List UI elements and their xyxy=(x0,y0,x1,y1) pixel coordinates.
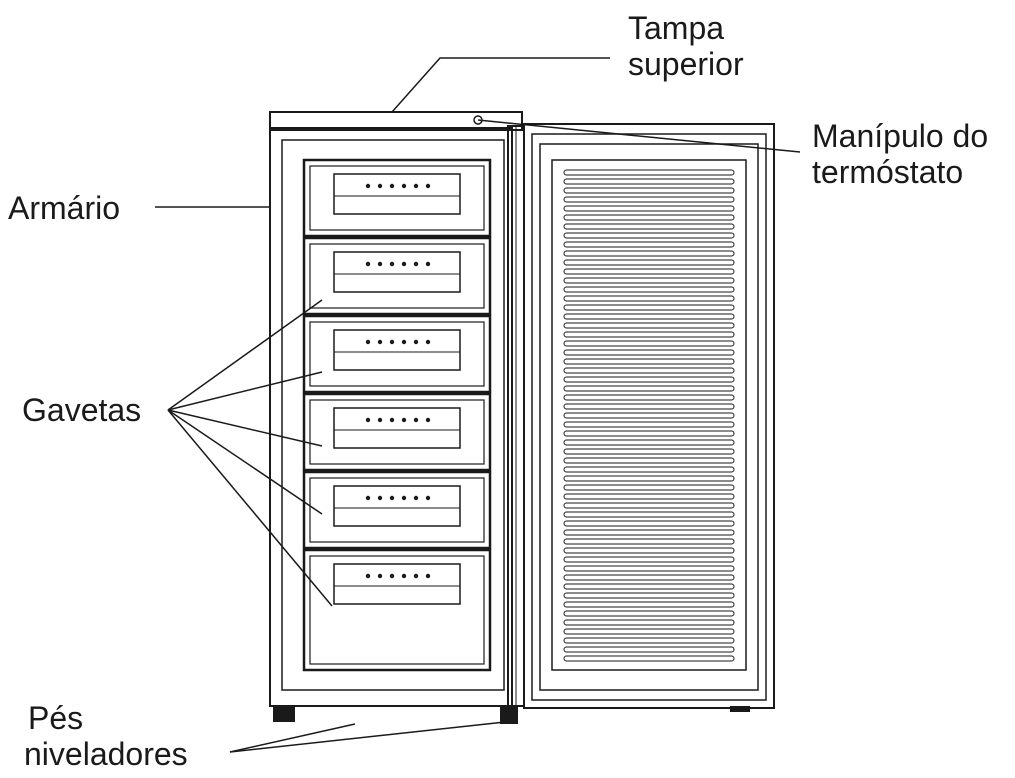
label-feet-line1: Pés xyxy=(28,700,84,736)
door-rib xyxy=(563,412,735,419)
cabinet-body xyxy=(269,111,525,707)
door-rib xyxy=(563,502,735,509)
door-rib xyxy=(563,601,735,608)
door-rib xyxy=(563,268,735,275)
label-top-cover-line2: superior xyxy=(628,46,744,82)
door-rib xyxy=(563,421,735,428)
drawer xyxy=(302,548,492,672)
label-thermostat-knob: Manípulo do termóstato xyxy=(812,118,988,190)
door-rib xyxy=(563,655,735,662)
label-cabinet: Armário xyxy=(8,190,120,226)
door-rib xyxy=(563,385,735,392)
door-rib xyxy=(563,538,735,545)
door-rib xyxy=(563,304,735,311)
door-rib xyxy=(563,277,735,284)
door-rib xyxy=(563,484,735,491)
label-thermostat-line2: termóstato xyxy=(812,154,964,190)
door-rib xyxy=(563,241,735,248)
door-rib xyxy=(563,628,735,635)
door-rib xyxy=(563,205,735,212)
label-thermostat-line1: Manípulo do xyxy=(812,118,989,154)
door-rib xyxy=(563,187,735,194)
door-rib xyxy=(563,358,735,365)
door-rib xyxy=(563,565,735,572)
door-rib xyxy=(563,610,735,617)
leader-lines xyxy=(155,57,801,753)
label-leveling-feet: Pés niveladores xyxy=(24,700,188,772)
door-rib xyxy=(563,367,735,374)
door-rib xyxy=(563,439,735,446)
door-rib xyxy=(563,592,735,599)
door-rib xyxy=(563,214,735,221)
door-rib xyxy=(563,331,735,338)
door-rib xyxy=(563,322,735,329)
label-cabinet-line1: Armário xyxy=(8,190,121,226)
door-rib xyxy=(563,547,735,554)
door-rib xyxy=(563,466,735,473)
door-rib xyxy=(563,520,735,527)
door-rib xyxy=(563,295,735,302)
door-rib xyxy=(563,250,735,257)
label-drawers-line1: Gavetas xyxy=(22,392,142,428)
door-rib xyxy=(563,349,735,356)
door-rib xyxy=(563,646,735,653)
drawer xyxy=(302,236,492,316)
label-top-cover: Tampa superior xyxy=(628,10,744,82)
door-rib xyxy=(563,637,735,644)
door-rib xyxy=(563,223,735,230)
door-rib xyxy=(563,376,735,383)
door-rib xyxy=(563,529,735,536)
door-rib xyxy=(563,511,735,518)
door-rib xyxy=(563,574,735,581)
door-rib xyxy=(563,286,735,293)
left-foot xyxy=(273,706,295,722)
door-rib xyxy=(563,232,735,239)
drawer xyxy=(302,314,492,394)
leveling-feet xyxy=(273,706,518,724)
door-rib xyxy=(563,169,735,176)
door-rib xyxy=(563,394,735,401)
door-ribs xyxy=(563,169,735,662)
door-rib xyxy=(563,340,735,347)
door-rib xyxy=(563,448,735,455)
door-rib xyxy=(563,619,735,626)
door-rib xyxy=(563,259,735,266)
door-rib xyxy=(563,430,735,437)
drawer xyxy=(302,470,492,550)
door-rib xyxy=(563,178,735,185)
drawer xyxy=(302,392,492,472)
door-rib xyxy=(563,583,735,590)
label-top-cover-line1: Tampa xyxy=(628,10,725,46)
door-rib xyxy=(563,493,735,500)
door-rib xyxy=(563,556,735,563)
open-door xyxy=(523,123,775,712)
door-rib xyxy=(563,457,735,464)
right-foot xyxy=(500,706,518,724)
door-rib xyxy=(563,475,735,482)
drawer xyxy=(302,158,492,238)
door-rib xyxy=(563,313,735,320)
door-rib xyxy=(563,403,735,410)
door-rib xyxy=(563,196,735,203)
label-feet-line2: niveladores xyxy=(24,736,188,772)
drawers-group xyxy=(302,158,492,672)
label-drawers: Gavetas xyxy=(22,392,141,428)
